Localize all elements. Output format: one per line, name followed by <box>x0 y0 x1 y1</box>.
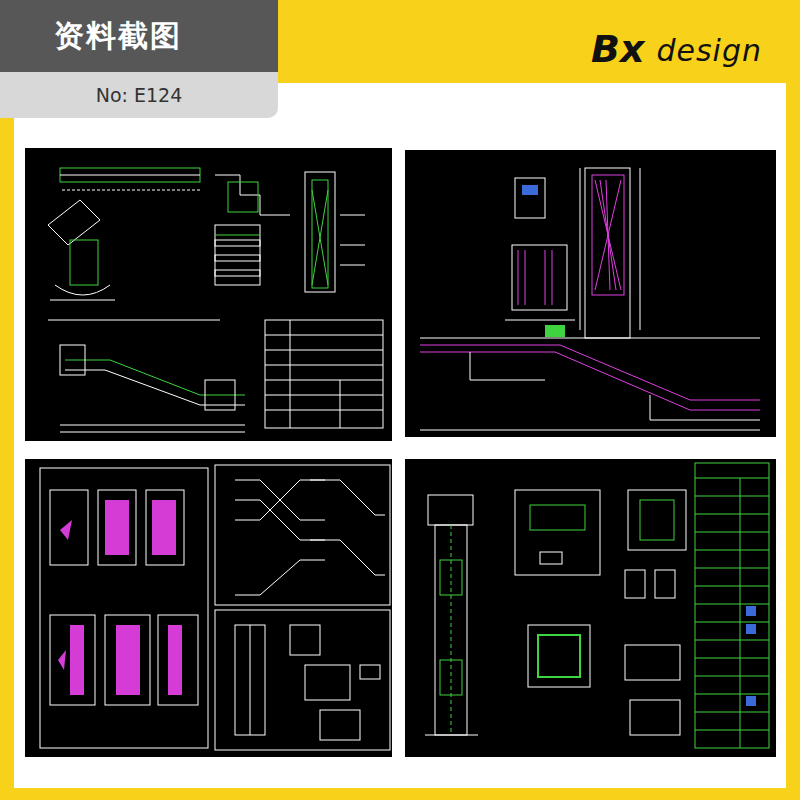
header-tab: 资料截图No: E124 <box>0 0 278 118</box>
white-panel <box>14 83 786 788</box>
elevator-sheet <box>405 459 776 757</box>
escalator-sheet-2 <box>405 150 776 437</box>
header-title: 资料截图 <box>0 0 278 72</box>
escalator-sheet-1 <box>25 148 392 441</box>
escalator-sheet-3 <box>25 459 392 757</box>
item-number: No: E124 <box>0 72 278 118</box>
brand-word: design <box>656 33 762 68</box>
brand-mark: Bx <box>591 27 644 71</box>
